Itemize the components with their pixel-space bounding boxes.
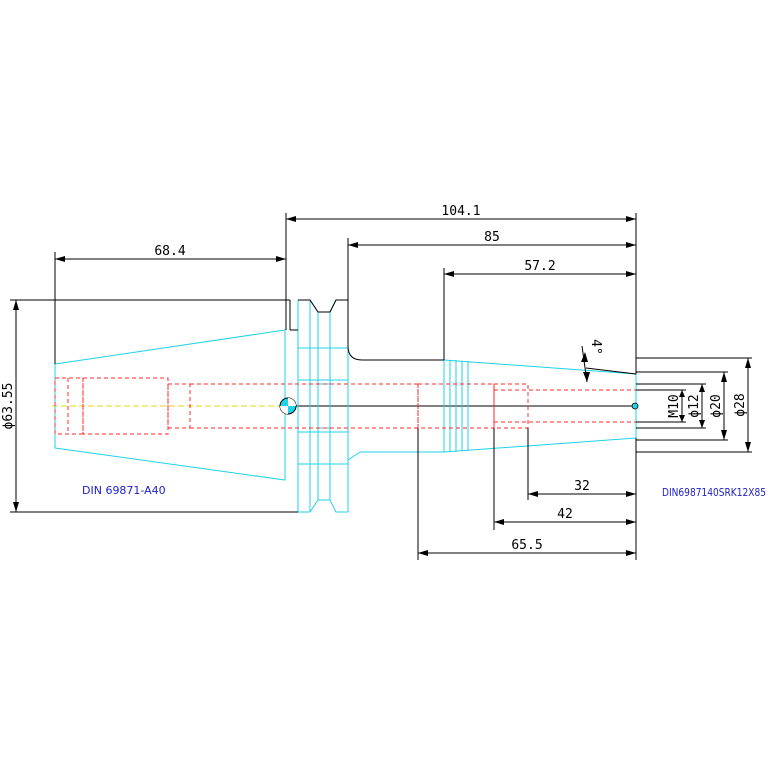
dim-angle: 4° xyxy=(588,339,603,355)
dim-overall-length: 104.1 xyxy=(441,204,480,219)
body-profile-top xyxy=(289,299,444,361)
body-outline xyxy=(347,359,637,461)
dim-depth-32: 32 xyxy=(574,479,590,494)
dim-thread-m10: M10 xyxy=(667,394,682,417)
dim-taper-length: 68.4 xyxy=(154,244,185,259)
dim-diameter-28: ϕ28 xyxy=(733,393,748,416)
dim-body-length: 85 xyxy=(484,230,500,245)
taper-shank-outline xyxy=(54,329,286,481)
extension-lines xyxy=(10,213,752,560)
dim-diameter-20: ϕ20 xyxy=(709,394,724,417)
center-mark-right xyxy=(631,402,639,410)
arrowheads xyxy=(13,216,751,556)
dimension-lines xyxy=(15,218,749,554)
dim-depth-42: 42 xyxy=(557,507,573,522)
note-right-standard: DIN6987140SRK12X85 xyxy=(662,486,766,499)
dim-bore-12: ϕ12 xyxy=(687,394,702,417)
dim-collet-length: 57.2 xyxy=(524,259,555,274)
dim-depth-65-5: 65.5 xyxy=(511,538,542,553)
center-mark-left xyxy=(279,397,297,415)
dim-flange-diameter: ϕ63.55 xyxy=(1,383,16,430)
hidden-bores xyxy=(54,377,636,435)
note-left-standard: DIN 69871-A40 xyxy=(82,484,166,497)
